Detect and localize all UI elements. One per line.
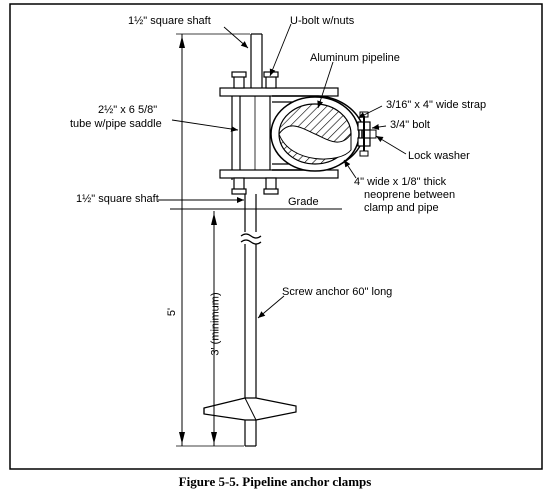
- dimension-5ft: [176, 33, 250, 447]
- label-grade: Grade: [288, 196, 319, 208]
- helix-plate: [203, 397, 297, 421]
- label-screw-anchor: Screw anchor 60" long: [282, 286, 393, 298]
- label-dim-3ft-min: 3' (minimum): [209, 292, 222, 356]
- label-square-shaft-mid: 1½" square shaft: [76, 193, 159, 205]
- aluminum-pipeline: [270, 96, 360, 172]
- label-tube-line2: tube w/pipe saddle: [70, 118, 162, 130]
- figure-border: [9, 3, 543, 470]
- label-strap: 3/16" x 4" wide strap: [386, 99, 487, 111]
- label-neoprene-line3: clamp and pipe: [364, 202, 439, 214]
- label-aluminum-pipeline: Aluminum pipeline: [310, 52, 400, 64]
- leader-lines: [158, 23, 407, 319]
- figure-caption: Figure 5-5. Pipeline anchor clamps: [178, 474, 372, 489]
- screw-anchor-shaft: [240, 194, 262, 447]
- label-dim-5ft: 5': [166, 307, 179, 317]
- label-neoprene-line2: neoprene between: [364, 189, 456, 201]
- label-bolt: 3/4" bolt: [390, 119, 430, 131]
- label-tube-line1: 2½" x 6 5/8": [98, 104, 158, 116]
- upper-flange: [219, 71, 339, 97]
- label-lock-washer: Lock washer: [408, 150, 470, 162]
- label-neoprene-line1: 4" wide x 1/8" thick: [354, 176, 447, 188]
- dimension-3ft: [211, 211, 217, 446]
- label-square-shaft-top: 1½" square shaft: [128, 15, 211, 27]
- tube-with-saddle: [239, 95, 271, 179]
- lower-flange: [219, 169, 339, 195]
- label-u-bolt: U-bolt w/nuts: [290, 15, 355, 27]
- bolt-clamp: [357, 111, 377, 157]
- upper-square-shaft: [231, 33, 263, 180]
